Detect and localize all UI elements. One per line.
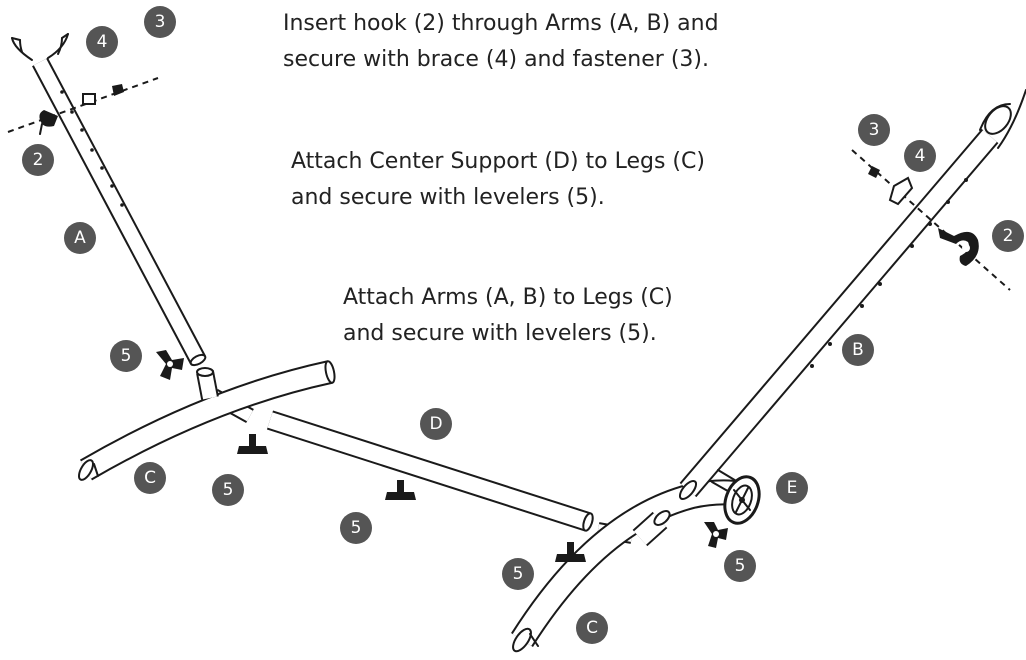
callout-badges: 2 4 3 A 5 C 5 5 [22, 6, 1024, 644]
svg-text:B: B [852, 340, 864, 360]
badge-right-fastener: 3 [858, 114, 890, 146]
instruction-line: and secure with levelers (5). [343, 321, 657, 346]
wheel-e [711, 469, 761, 525]
leveler-leg-left [237, 434, 268, 454]
right-hook-2 [938, 228, 979, 266]
leveler-support-right [555, 542, 586, 562]
svg-text:5: 5 [351, 518, 362, 538]
svg-text:5: 5 [121, 346, 132, 366]
instruction-line: and secure with levelers (5). [291, 185, 605, 210]
instruction-attach-arms: Attach Arms (A, B) to Legs (C) and secur… [343, 280, 673, 352]
badge-leveler-arm-left: 5 [110, 340, 142, 372]
instruction-line: secure with brace (4) and fastener (3). [283, 47, 709, 72]
instruction-line: Attach Center Support (D) to Legs (C) [291, 149, 705, 174]
badge-right-brace: 4 [904, 140, 936, 172]
leg-right-c [511, 479, 745, 653]
instruction-attach-center-support: Attach Center Support (D) to Legs (C) an… [291, 144, 705, 216]
svg-text:3: 3 [155, 12, 166, 32]
leveler-leg-right [704, 522, 728, 548]
leg-left-c [78, 360, 336, 481]
badge-leg-right: C [576, 612, 608, 644]
arm-a [11, 33, 207, 367]
svg-text:D: D [429, 414, 442, 434]
badge-arm-a: A [64, 222, 96, 254]
badge-leveler-leg-left: 5 [212, 474, 244, 506]
svg-text:2: 2 [33, 150, 44, 170]
leveler-arm-left [156, 350, 184, 380]
svg-text:5: 5 [735, 556, 746, 576]
center-support-d [266, 410, 594, 532]
badge-center-support: D [420, 408, 452, 440]
right-brace-4 [888, 176, 914, 206]
svg-text:E: E [787, 478, 798, 498]
svg-text:C: C [586, 618, 598, 638]
svg-text:A: A [74, 228, 86, 248]
svg-text:5: 5 [223, 480, 234, 500]
badge-left-brace: 4 [86, 26, 118, 58]
instruction-line: Attach Arms (A, B) to Legs (C) [343, 285, 673, 310]
leveler-support-mid [385, 480, 416, 500]
badge-arm-b: B [842, 334, 874, 366]
left-brace-4 [82, 93, 96, 105]
instruction-insert-hook: Insert hook (2) through Arms (A, B) and … [283, 6, 719, 78]
svg-text:4: 4 [915, 146, 926, 166]
badge-right-hook: 2 [992, 220, 1024, 252]
svg-text:2: 2 [1003, 226, 1014, 246]
badge-leveler-leg-right: 5 [724, 550, 756, 582]
right-hardware [851, 149, 1011, 291]
left-fastener-3 [112, 84, 124, 96]
svg-text:3: 3 [869, 120, 880, 140]
svg-text:4: 4 [97, 32, 108, 52]
arm-b [678, 89, 1026, 501]
badge-leg-left: C [134, 462, 166, 494]
badge-wheel: E [776, 472, 808, 504]
badge-left-hook: 2 [22, 144, 54, 176]
svg-text:C: C [144, 468, 156, 488]
left-hardware [7, 77, 159, 135]
badge-leveler-support-right: 5 [502, 558, 534, 590]
badge-leveler-support-mid: 5 [340, 512, 372, 544]
right-fastener-3 [868, 166, 880, 178]
badge-left-fastener: 3 [144, 6, 176, 38]
svg-text:5: 5 [513, 564, 524, 584]
left-hook-2 [39, 110, 58, 127]
instruction-line: Insert hook (2) through Arms (A, B) and [283, 11, 719, 36]
